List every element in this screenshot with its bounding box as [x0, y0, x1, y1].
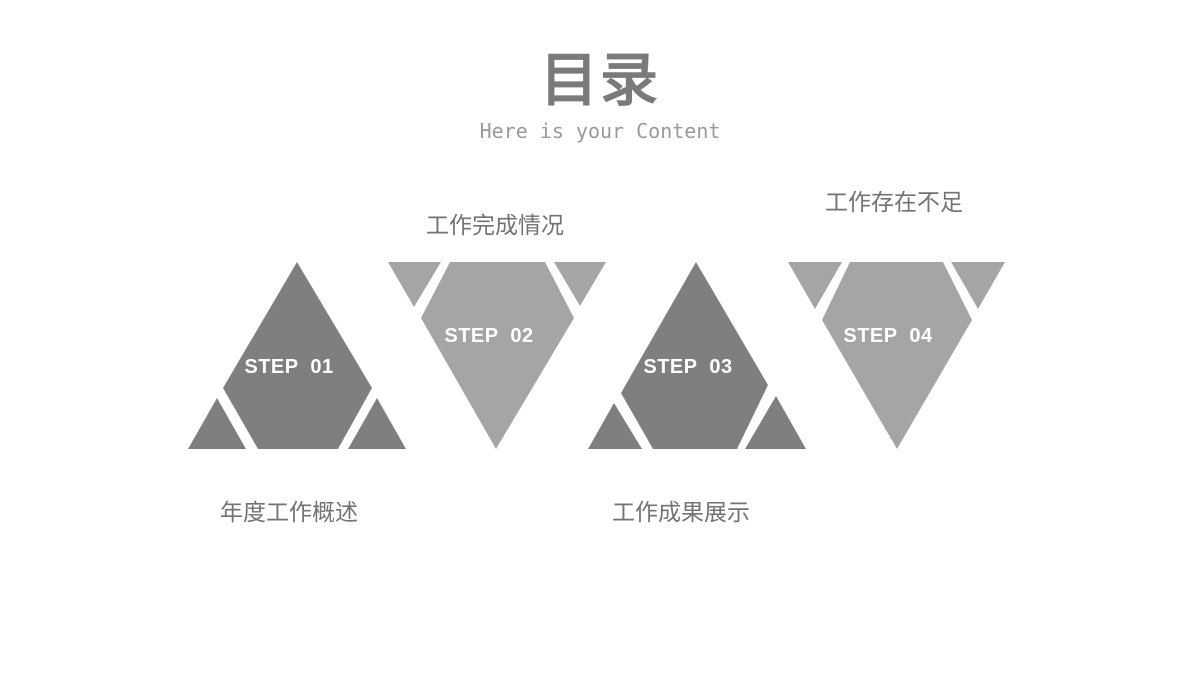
step-04-caption: 工作存在不足: [825, 190, 963, 216]
step-03-caption: 工作成果展示: [612, 500, 750, 526]
step-02-label: STEP 02: [444, 325, 534, 347]
step-04-shape[interactable]: [788, 262, 1005, 449]
step-02-shape[interactable]: [388, 262, 606, 449]
step-01-caption: 年度工作概述: [220, 500, 358, 526]
step-04-label: STEP 04: [843, 325, 933, 347]
step-02-main-shape: [421, 262, 574, 449]
step-04-main-shape: [822, 262, 972, 449]
page-subtitle: Here is your Content: [479, 119, 721, 143]
step-01-right-triangle: [348, 398, 406, 449]
step-01-main-shape: [223, 262, 372, 449]
step-02-caption: 工作完成情况: [426, 213, 564, 239]
step-03-left-triangle: [588, 403, 642, 449]
step-04-left-triangle: [788, 262, 842, 309]
step-03-right-triangle: [745, 396, 806, 449]
step-01-label: STEP 01: [244, 356, 334, 378]
step-03-main-shape: [621, 262, 768, 449]
step-03-label: STEP 03: [643, 356, 733, 378]
step-02-right-triangle: [554, 262, 606, 306]
step-02-left-triangle: [388, 262, 441, 307]
page-title: 目录: [539, 46, 660, 114]
step-01-shape[interactable]: [188, 262, 406, 449]
step-04-right-triangle: [951, 262, 1005, 309]
step-01-left-triangle: [188, 398, 246, 449]
step-03-shape[interactable]: [588, 262, 806, 449]
